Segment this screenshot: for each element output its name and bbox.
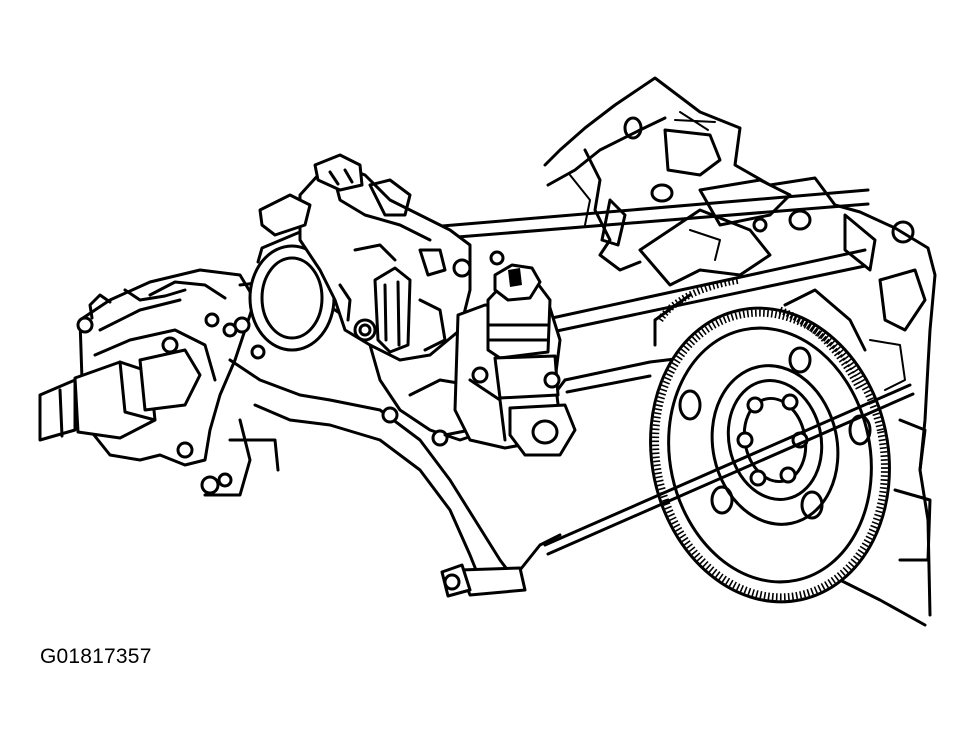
- throttle-body: [222, 153, 505, 362]
- figure-id-label: G01817357: [40, 645, 152, 668]
- water-pump-housing: [38, 268, 257, 495]
- alignment-rods: [543, 383, 915, 556]
- engine-block: [543, 76, 937, 627]
- flywheel: [649, 276, 891, 604]
- egr-valve: [453, 263, 577, 457]
